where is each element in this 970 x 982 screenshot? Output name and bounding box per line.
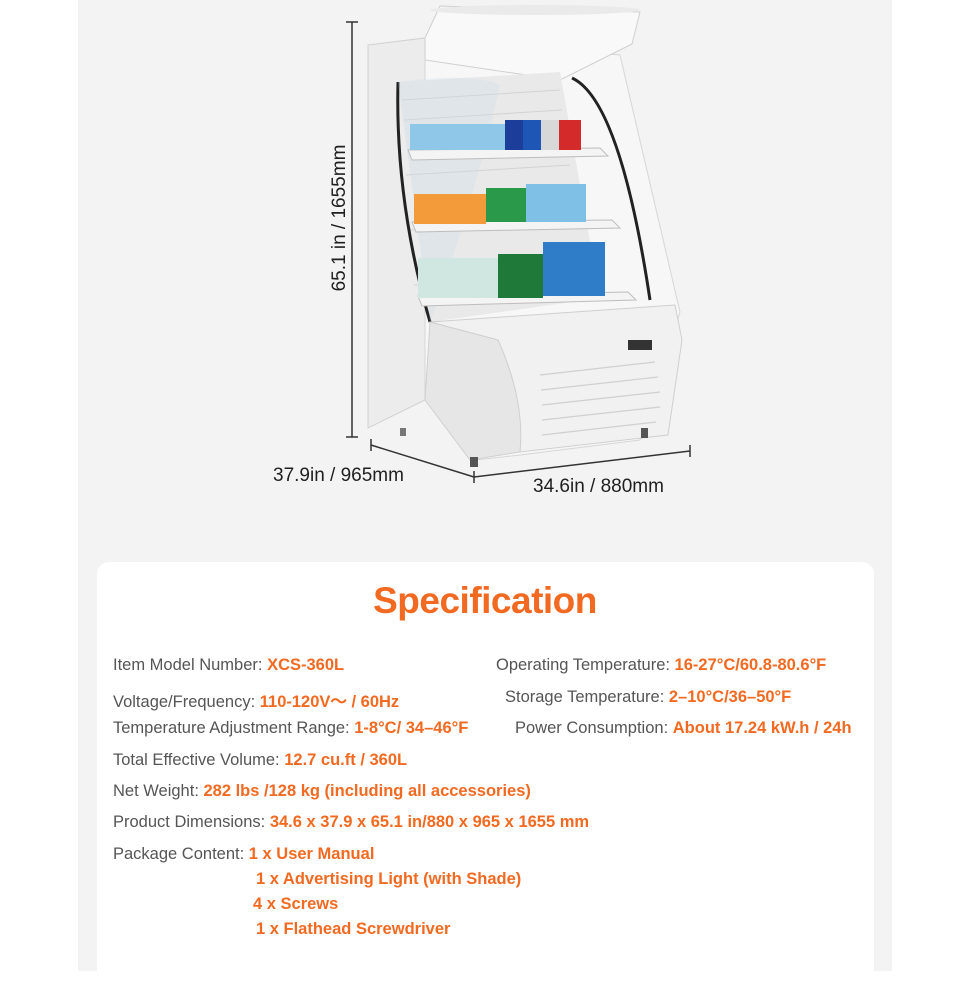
specification-card [97, 562, 874, 982]
spec-temp-adjust: Temperature Adjustment Range: 1-8°C/ 34–… [113, 719, 468, 738]
package-item-line: 4 x Screws [253, 895, 338, 914]
depth-dimension-label: 37.9in / 965mm [273, 465, 404, 486]
spec-label: Package Content: [113, 845, 249, 863]
spec-label: Temperature Adjustment Range: [113, 719, 355, 737]
refrigerator-image [346, 5, 691, 483]
spec-value: 16-27°C/60.8-80.6°F [674, 656, 827, 674]
spec-value: 1-8°C/ 34–46°F [354, 719, 469, 737]
spec-model: Item Model Number: XCS-360L [113, 656, 344, 675]
spec-label: Storage Temperature: [505, 688, 669, 706]
package-item-line: 1 x Advertising Light (with Shade) [256, 870, 521, 889]
spec-title: Specification [373, 580, 597, 621]
spec-product-dims: Product Dimensions: 34.6 x 37.9 x 65.1 i… [113, 813, 589, 832]
width-dimension-label: 34.6in / 880mm [533, 476, 664, 497]
package-item: 4 x Screws [253, 895, 339, 913]
spec-value: 12.7 cu.ft / 360L [284, 751, 408, 769]
spec-power: Power Consumption: About 17.24 kW.h / 24… [515, 719, 852, 738]
spec-volume: Total Effective Volume: 12.7 cu.ft / 360… [113, 751, 407, 770]
package-item: 1 x User Manual [248, 845, 375, 863]
spec-label: Operating Temperature: [496, 656, 675, 674]
spec-package: Package Content: 1 x User Manual [113, 845, 374, 864]
spec-storage-temp: Storage Temperature: 2–10°C/36–50°F [505, 688, 791, 707]
spec-label: Voltage/Frequency: [113, 693, 260, 711]
spec-label: Power Consumption: [515, 719, 673, 737]
package-item-line: 1 x Flathead Screwdriver [256, 920, 450, 939]
spec-value: 2–10°C/36–50°F [668, 688, 792, 706]
spec-label: Total Effective Volume: [113, 751, 285, 769]
spec-value: 34.6 x 37.9 x 65.1 in/880 x 965 x 1655 m… [269, 813, 590, 831]
package-item: 1 x Flathead Screwdriver [256, 920, 451, 938]
spec-weight: Net Weight: 282 lbs /128 kg (including a… [113, 782, 531, 801]
spec-operating-temp: Operating Temperature: 16-27°C/60.8-80.6… [496, 656, 826, 675]
spec-label: Product Dimensions: [113, 813, 270, 831]
spec-value: About 17.24 kW.h / 24h [672, 719, 852, 737]
height-dimension-label: 65.1 in / 1655mm [329, 144, 350, 292]
spec-label: Net Weight: [113, 782, 204, 800]
spec-voltage: Voltage/Frequency: 110-120V～ / 60Hz [113, 688, 399, 712]
spec-value: 110-120V～ / 60Hz [259, 693, 400, 711]
package-item: 1 x Advertising Light (with Shade) [256, 870, 522, 888]
spec-value: XCS-360L [267, 656, 345, 674]
spec-value: 282 lbs /128 kg (including all accessori… [203, 782, 531, 800]
spec-label: Item Model Number: [113, 656, 268, 674]
